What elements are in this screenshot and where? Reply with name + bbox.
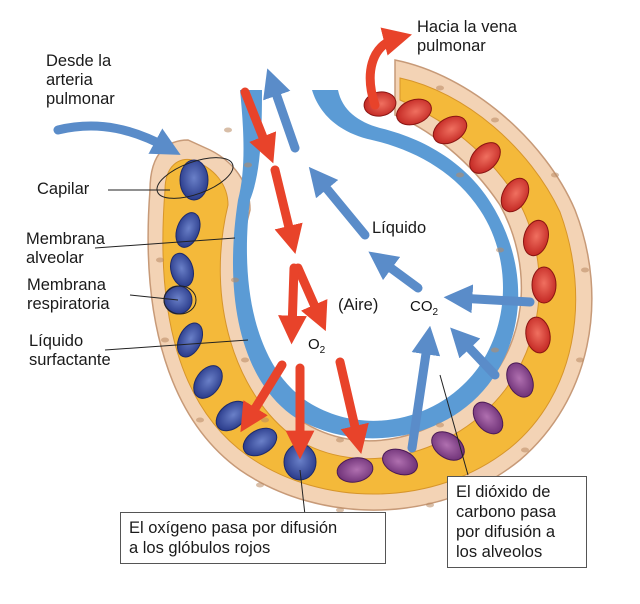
blood-cell: [396, 98, 432, 126]
callout-oxygen-diffusion: El oxígeno pasa por difusión a los glóbu…: [120, 512, 386, 564]
co2-arrow: [368, 251, 423, 293]
blood-cell: [531, 266, 557, 304]
o2-arrow: [335, 357, 369, 455]
blood-cell: [472, 401, 504, 435]
label-surfactant: Líquido surfactante: [29, 332, 111, 369]
blood-cell: [175, 212, 201, 248]
blood-cell: [506, 362, 534, 398]
label-respiratory-membrane: Membrana respiratoria: [27, 276, 110, 313]
o2-arrow: [270, 165, 303, 254]
o2-arrow: [293, 263, 328, 332]
blood-cell: [525, 316, 551, 354]
label-liquid: Líquido: [372, 219, 427, 237]
label-air: (Aire): [338, 296, 379, 314]
callout-co2-diffusion: El dióxido de carbono pasa por difusión …: [447, 476, 587, 568]
blood-cell: [176, 322, 204, 358]
o2-arrow: [240, 87, 277, 164]
leader-lines: [94, 157, 469, 516]
co2-arrow: [263, 68, 300, 153]
label-co2: CO2: [410, 298, 439, 318]
oxygen-arrows: [240, 27, 412, 460]
tissue-cell-texture: [156, 85, 589, 513]
o2-arrow: [365, 27, 412, 110]
co2-arrows: [53, 68, 535, 453]
label-alveolar-membrane: Membrana alveolar: [26, 230, 105, 267]
co2-arrow: [308, 166, 370, 240]
o2-arrow: [240, 360, 287, 433]
co2-arrow: [407, 325, 441, 453]
blood-cell: [336, 457, 374, 483]
blood-cell: [432, 115, 468, 145]
label-o2: O2: [308, 336, 326, 356]
co2-arrow: [443, 284, 535, 314]
blood-cell: [523, 219, 549, 257]
co2-arrow: [53, 121, 181, 155]
blood-cell: [193, 365, 223, 399]
label-capillary: Capilar: [37, 180, 90, 198]
blood-cell: [469, 142, 501, 174]
blood-cell: [179, 159, 209, 201]
co2-arrow: [450, 327, 500, 380]
blood-cell: [382, 448, 418, 476]
o2-arrow: [278, 263, 307, 345]
label-from-pulmonary-artery: Desde la arteria pulmonar: [46, 52, 115, 108]
blood-cell: [500, 177, 530, 213]
blood-cell: [169, 252, 195, 288]
label-to-pulmonary-vein: Hacia la vena pulmonar: [417, 18, 517, 55]
